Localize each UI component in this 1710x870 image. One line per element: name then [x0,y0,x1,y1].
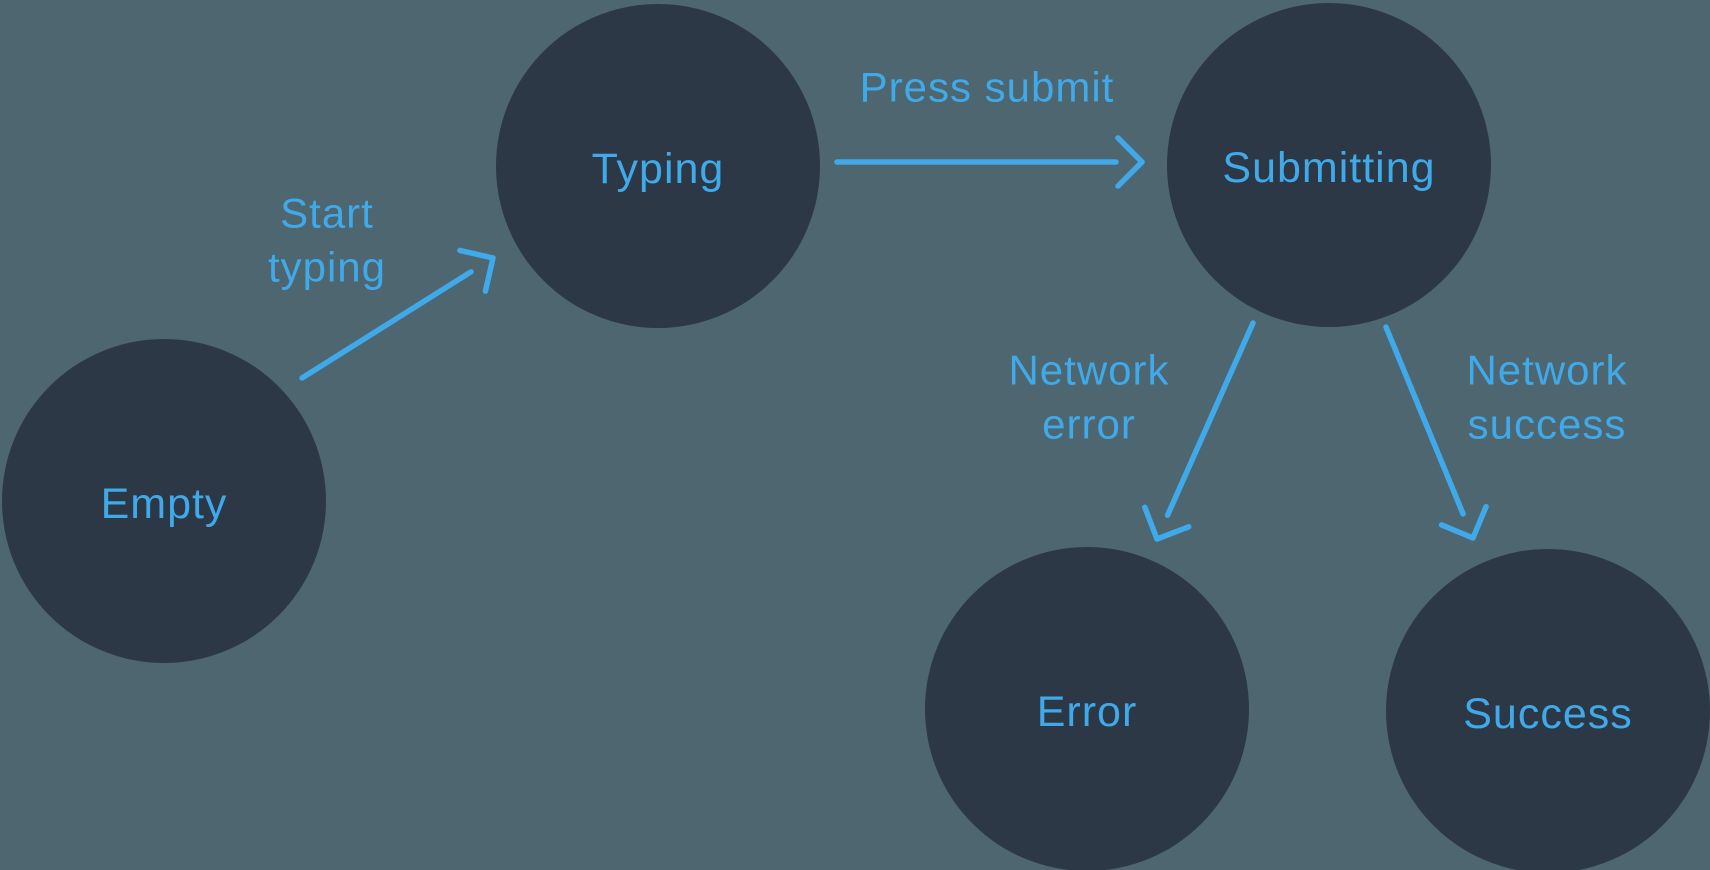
state-label: Typing [592,145,725,193]
transition-label: Press submit [860,64,1115,111]
arrow-head [482,255,496,294]
state-node-error: Error [925,547,1249,870]
state-label: Success [1463,690,1633,738]
state-node-success: Success [1386,549,1710,870]
transition-network-success: Network success [1383,324,1627,541]
transition-label: Start [280,190,374,237]
state-label: Empty [101,480,228,528]
arrow-head [457,247,496,261]
state-circle [1167,3,1491,327]
transition-label: success [1468,401,1627,448]
arrow-shaft [1164,320,1256,518]
arrow-shaft [299,269,474,381]
state-circle [496,4,820,328]
arrow-head [1154,524,1192,542]
arrow-head [1470,503,1489,541]
state-node-submitting: Submitting [1167,3,1491,327]
state-label: Error [1037,688,1138,736]
transition-network-error: Network error [1008,320,1256,542]
arrow-head [1142,504,1160,542]
transition-label: error [1042,401,1136,448]
arrow-shaft [1383,324,1466,517]
arrow-head [1438,522,1476,541]
state-label: Submitting [1222,144,1435,192]
state-node-empty: Empty [2,339,326,663]
arrow-head [1115,135,1145,165]
state-circle [1386,549,1710,870]
transition-label: Network [1466,347,1627,394]
state-circle [925,547,1249,870]
state-node-typing: Typing [496,4,820,328]
transition-label: typing [268,244,386,291]
transition-press-submit: Press submit [834,64,1145,189]
transition-start-typing: Start typing [268,190,496,381]
transition-label: Network [1008,347,1169,394]
arrow-head [1115,159,1145,189]
state-circle [2,339,326,663]
